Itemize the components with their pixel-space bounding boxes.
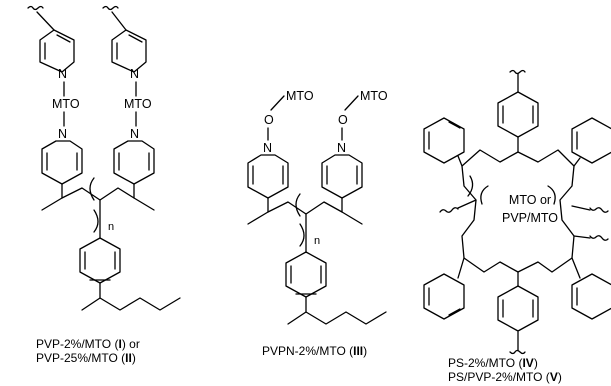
bond [571, 257, 581, 279]
double-bond [448, 121, 461, 129]
cage-label-line1: MTO or [509, 193, 551, 207]
methyl-bond [287, 311, 307, 325]
repeat-bracket [480, 185, 489, 205]
repeat-bracket [295, 193, 301, 217]
repeat-bracket [467, 175, 474, 197]
pvp-mto-structure: N N MTO MTO N N n [27, 5, 181, 311]
macrocycle-backbone [461, 136, 519, 287]
nitrogen-atom: N [58, 127, 67, 141]
alkyl-chain [99, 282, 181, 311]
pyridine-ring [247, 154, 289, 199]
bond [36, 11, 55, 31]
phenyl-ring [497, 91, 539, 138]
polymer-backbone [247, 197, 269, 225]
caption-pvp-line1: PVP-2%/MTO (I) or [36, 337, 140, 351]
repeat-bracket [89, 177, 95, 201]
nitrogen-atom: N [58, 67, 67, 81]
phenyl-ring [423, 273, 465, 320]
mto-label: MTO [360, 89, 388, 103]
polymer-backbone [267, 197, 343, 215]
bond [573, 235, 591, 239]
phenyl-ring [423, 117, 465, 164]
cage-label-line2: PVP/MTO [502, 211, 558, 225]
polymer-backbone [41, 183, 63, 211]
caption-ps-line1: PS-2%/MTO (IV) [448, 356, 538, 370]
repeat-bracket [93, 209, 99, 233]
bond [111, 11, 127, 31]
repeat-index: n [314, 235, 320, 247]
pyridine-ring [111, 29, 147, 73]
alkyl-chain [305, 296, 387, 325]
mto-label: MTO [124, 97, 152, 111]
nitrogen-atom: N [130, 67, 139, 81]
oxygen-atom: O [264, 113, 274, 127]
repeat-bracket [547, 185, 556, 205]
phenyl-ring [571, 273, 611, 320]
wavy-bond [102, 5, 119, 11]
phenyl-ring [497, 285, 539, 332]
repeat-bracket [299, 223, 305, 247]
mto-label: MTO [52, 97, 80, 111]
phenyl-ring [79, 237, 121, 284]
bond [457, 155, 463, 167]
pvpn-mto-structure: MTO MTO O O N N n [247, 89, 388, 325]
wavy-bond [509, 349, 526, 355]
wavy-bond [589, 207, 609, 213]
caption-ps: PS-2%/MTO (IV) PS/PVP-2%/MTO (V) [448, 356, 562, 384]
oxygen-atom: O [338, 113, 348, 127]
bond [571, 205, 591, 211]
bond [270, 95, 285, 111]
wavy-bond [439, 207, 459, 213]
bond [344, 95, 359, 111]
phenyl-ring [571, 117, 611, 164]
macrocycle-backbone [517, 149, 575, 273]
nitrogen-atom: N [263, 141, 272, 155]
double-bond [448, 308, 461, 316]
bond [457, 257, 465, 279]
mto-label: MTO [286, 89, 314, 103]
methyl-bond [341, 211, 363, 225]
nitrogen-atom: N [337, 141, 346, 155]
double-bond [56, 34, 71, 43]
caption-ps-line2: PS/PVP-2%/MTO (V) [448, 370, 562, 384]
pyridine-ring [39, 29, 75, 73]
repeat-index: n [108, 221, 114, 233]
nitrogen-atom: N [130, 127, 139, 141]
wavy-bond [27, 5, 44, 11]
double-bond [128, 34, 143, 43]
pyridine-ring [41, 140, 83, 185]
bond [573, 157, 581, 167]
wavy-bond [509, 69, 526, 75]
polymer-backbone [61, 183, 135, 201]
phenyl-ring [285, 251, 327, 298]
caption-pvp: PVP-2%/MTO (I) or PVP-25%/MTO (II) [36, 337, 140, 365]
wavy-bond [589, 235, 609, 241]
methyl-bond [133, 197, 155, 211]
bond [457, 199, 477, 209]
ps-mto-structure: MTO or PVP/MTO [423, 69, 611, 355]
caption-pvp-line2: PVP-25%/MTO (II) [36, 351, 136, 365]
pyridine-ring [113, 140, 155, 185]
methyl-bond [81, 297, 101, 311]
pyridine-ring [321, 154, 363, 199]
caption-pvpn: PVPN-2%/MTO (III) [262, 344, 368, 358]
